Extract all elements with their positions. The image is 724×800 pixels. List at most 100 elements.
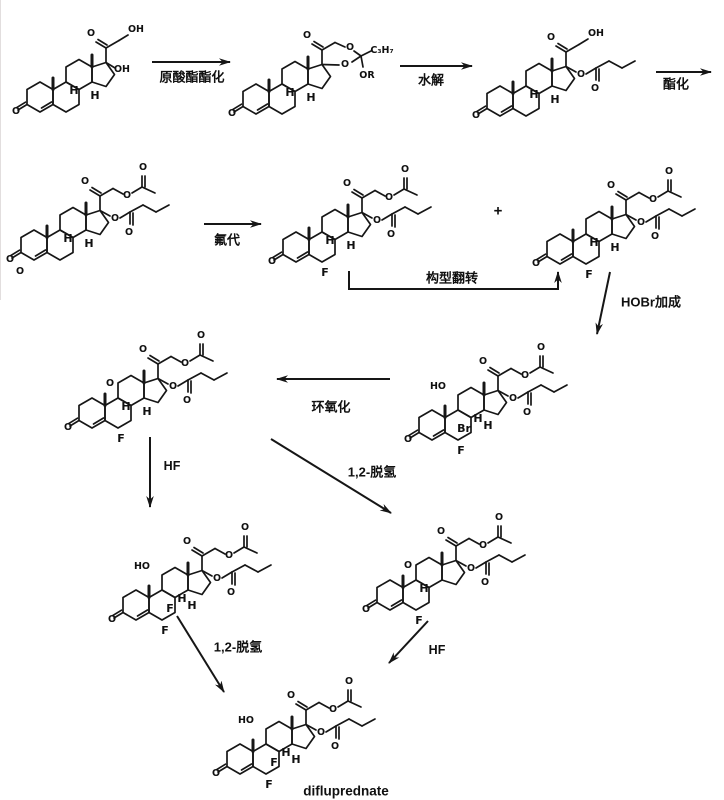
atom-label: O (268, 256, 276, 267)
atom-label: OH (128, 24, 144, 35)
atom-label: H (306, 91, 315, 104)
atom-label: H (419, 582, 428, 595)
atom-label: H (529, 88, 538, 101)
atom-label: O (523, 407, 531, 418)
atom-label: OR (359, 70, 375, 81)
atom-label: O (404, 434, 412, 445)
arrow-hf-opening-2 (388, 620, 429, 664)
arrow-configuration-inversion (348, 271, 562, 290)
atom-label: O (385, 192, 393, 203)
atom-label: H (483, 419, 492, 432)
atom-label: H (84, 237, 93, 250)
atom-label: O (537, 342, 545, 353)
atom-label: O (108, 614, 116, 625)
atom-label: O (241, 522, 249, 533)
atom-label: O (346, 42, 354, 53)
label-hf-1: HF (163, 459, 181, 473)
atom-label: H (550, 93, 559, 106)
label-fluorination: 氟代 (213, 232, 241, 248)
atom-label: O (183, 395, 191, 406)
atom-label: O (509, 393, 517, 404)
atom-label: H (473, 412, 482, 425)
atom-label: O (169, 381, 177, 392)
atom-label: O (591, 83, 599, 94)
atom-label: O (387, 229, 395, 240)
atom-label: O (6, 254, 14, 265)
atom-label: H (281, 746, 290, 759)
atom-label: O (577, 69, 585, 80)
atom-label: O (197, 330, 205, 341)
atom-label: O (401, 164, 409, 175)
label-esterification: 酯化 (662, 76, 690, 92)
atom-label: OH (588, 28, 604, 39)
atom-label: O (139, 162, 147, 173)
final-product-name: difluprednate (303, 783, 389, 799)
label-configuration-inversion: 构型翻转 (425, 270, 479, 286)
atom-label: O (111, 213, 119, 224)
atom-label: H (187, 599, 196, 612)
atom-label: O (472, 110, 480, 121)
atom-label: F (117, 432, 125, 445)
atom-label: H (142, 405, 151, 418)
plus-sign: + (493, 202, 503, 220)
atom-label: H (291, 753, 300, 766)
atom-label: O (373, 215, 381, 226)
atom-label: O (213, 573, 221, 584)
atom-label: O (12, 106, 20, 117)
atom-label: O (228, 108, 236, 119)
atom-label: H (589, 236, 598, 249)
label-dehydrogenation-2: 1,2-脱氢 (213, 639, 263, 655)
label-orthoesterification: 原酸酯酯化 (159, 69, 225, 85)
atom-label: O (665, 166, 673, 177)
atom-label: O (225, 550, 233, 561)
atom-label: O (607, 180, 615, 191)
atom-label: H (121, 400, 130, 413)
atom-label: O (345, 676, 353, 687)
arrow-dehydrogenation-2 (176, 615, 225, 693)
atom-label: O (287, 690, 295, 701)
atom-label: O (16, 266, 24, 277)
atom-label: H (177, 592, 186, 605)
atom-label: OH (114, 64, 130, 75)
atom-label: H (346, 239, 355, 252)
atom-label: O (467, 563, 475, 574)
label-hobr-addition: HOBr加成 (621, 294, 681, 310)
atom-label: O (649, 194, 657, 205)
atom-label: H (325, 234, 334, 247)
atom-label: O (303, 30, 311, 41)
atom-label: O (64, 422, 72, 433)
arrow-hobr-addition (595, 271, 611, 335)
atom-label: H (90, 89, 99, 102)
scan-border-artifact (0, 0, 1, 300)
atom-label: F (321, 266, 329, 279)
atom-label: O (362, 604, 370, 615)
atom-label: H (63, 232, 72, 245)
atom-label: H (69, 84, 78, 97)
label-hydrolysis: 水解 (417, 72, 445, 88)
atom-label: O (317, 727, 325, 738)
atom-label: O (181, 358, 189, 369)
atom-label: O (183, 536, 191, 547)
atom-label: O (479, 356, 487, 367)
atom-label: O (329, 704, 337, 715)
atom-label: O (547, 32, 555, 43)
atom-label: F (265, 778, 273, 791)
atom-label: Br (457, 422, 471, 435)
label-epoxidation: 环氧化 (311, 399, 351, 415)
atom-label: F (166, 602, 174, 615)
atom-label: O (637, 217, 645, 228)
atom-label: F (161, 624, 169, 637)
atom-label: O (404, 560, 412, 571)
atom-label: O (479, 540, 487, 551)
